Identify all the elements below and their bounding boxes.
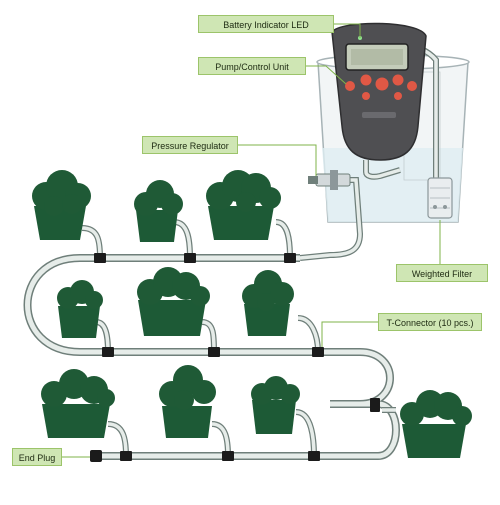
potted-plant	[400, 390, 472, 458]
pump-control-unit	[331, 22, 427, 161]
potted-plant	[206, 170, 281, 240]
t-connector	[308, 451, 320, 461]
control-button-7	[394, 92, 402, 100]
potted-plant	[242, 270, 294, 336]
t-connector	[102, 347, 114, 357]
t-connectors	[94, 253, 380, 461]
label-battery-indicator-led: Battery Indicator LED	[198, 15, 334, 33]
label-end-plug: End Plug	[12, 448, 62, 466]
control-button-5	[407, 81, 417, 91]
control-button-3	[375, 77, 389, 91]
leader-lines	[62, 23, 441, 458]
t-connector	[208, 347, 220, 357]
t-connector	[284, 253, 296, 263]
control-button-4	[392, 74, 404, 86]
potted-plant	[32, 170, 91, 240]
potted-plant	[251, 376, 300, 434]
potted-plants	[32, 170, 472, 458]
brand-logo-plate	[362, 112, 396, 118]
potted-plant	[159, 365, 216, 438]
control-button-1	[345, 81, 355, 91]
control-button-6	[362, 92, 370, 100]
potted-plant	[134, 180, 183, 242]
end-plug	[90, 450, 102, 462]
t-connector	[370, 398, 380, 412]
main-tube	[23, 254, 400, 460]
label-weighted-filter: Weighted Filter	[396, 264, 488, 282]
control-button-2	[360, 74, 372, 86]
weighted-filter	[427, 177, 453, 219]
potted-plant	[41, 369, 115, 438]
label-t-connector: T-Connector (10 pcs.)	[378, 313, 482, 331]
leader-line-tconnector	[321, 321, 378, 347]
t-connector	[184, 253, 196, 263]
pressure-regulator	[308, 170, 351, 190]
t-connector	[94, 253, 106, 263]
potted-plant	[137, 267, 210, 336]
potted-plant	[57, 280, 103, 338]
leader-line-battery	[334, 23, 361, 38]
label-pump-control-unit: Pump/Control Unit	[198, 57, 306, 75]
t-connector	[120, 451, 132, 461]
leader-line-regulator	[238, 144, 317, 176]
outlet-pipe	[299, 160, 401, 261]
t-connector	[222, 451, 234, 461]
t-connector	[312, 347, 324, 357]
leader-line-pump	[306, 65, 347, 85]
label-pressure-regulator: Pressure Regulator	[142, 136, 238, 154]
